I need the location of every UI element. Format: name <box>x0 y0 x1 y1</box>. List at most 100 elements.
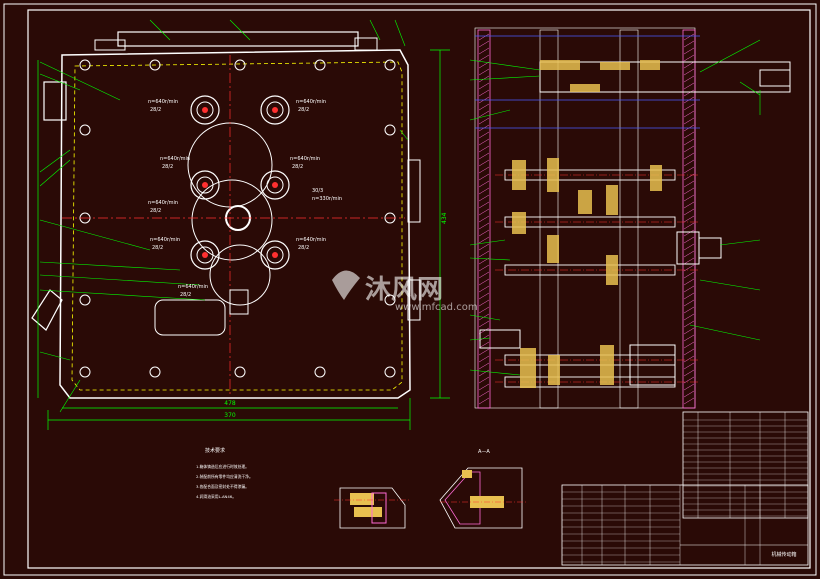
hatch-line <box>478 152 490 160</box>
hatch-line <box>683 341 695 349</box>
speed-label-5: n=640r/min <box>148 200 178 206</box>
hatch-line <box>478 390 490 398</box>
dim-bottom-text: 370 <box>224 412 236 419</box>
hatch-line <box>478 40 490 48</box>
hatch-line <box>683 47 695 55</box>
hatch-line <box>683 131 695 139</box>
hatch-line <box>478 138 490 146</box>
leader-line <box>39 351 71 361</box>
hatch-line <box>478 47 490 55</box>
gear-section <box>548 355 560 385</box>
housing-inner-hidden <box>71 61 403 391</box>
leader-line <box>39 61 121 101</box>
hatch-line <box>683 138 695 146</box>
leader-line <box>719 239 761 246</box>
bolt-hole <box>234 366 246 378</box>
hatch-line <box>478 180 490 188</box>
speed-label-8: n=640r/min <box>178 284 208 290</box>
gear-section <box>606 185 618 215</box>
hatch-line <box>683 117 695 125</box>
hatch-line <box>478 243 490 251</box>
hatch-line <box>683 103 695 111</box>
shaft-center-dot <box>272 252 278 258</box>
housing-outline <box>59 49 411 399</box>
hatch-line <box>683 166 695 174</box>
hatch-line <box>683 264 695 272</box>
watermark-brand: 沐风网 <box>365 275 443 305</box>
speed-label-3b: 28/2 <box>162 164 173 170</box>
bolt-hole <box>314 366 326 378</box>
hatch-line <box>478 229 490 237</box>
top-shaft-end <box>759 69 791 87</box>
hatch-line <box>478 299 490 307</box>
gear-section <box>600 345 614 385</box>
hatch-line <box>683 215 695 223</box>
title-block <box>561 484 809 566</box>
speed-label-6: n=640r/min <box>150 237 180 243</box>
watermark-logo-icon <box>332 270 360 300</box>
hatch-line <box>683 383 695 391</box>
section-inner-wall-1 <box>539 29 559 409</box>
bolt-hole <box>234 59 246 71</box>
hatch-line <box>478 376 490 384</box>
bolt-hole <box>384 124 396 136</box>
hatch-line <box>683 159 695 167</box>
hatch-line <box>683 68 695 76</box>
leader-line <box>39 149 71 173</box>
speed-label-1: n=640r/min <box>148 99 178 105</box>
detail-section-title: A—A <box>478 449 490 455</box>
detail-1-hatch <box>371 492 387 524</box>
front-view <box>31 31 421 399</box>
speed-label-2b: 28/2 <box>298 107 309 113</box>
leader-line <box>699 279 761 291</box>
title-block-name: 机械传动箱 <box>771 551 796 558</box>
hatch-line <box>683 82 695 90</box>
hatch-line <box>478 201 490 209</box>
shaft-boss-outer <box>260 170 290 200</box>
oil-spout <box>31 289 63 331</box>
shaft-boss-inner <box>196 246 214 264</box>
note-3: 3.各配合面及密封处不得渗漏。 <box>196 484 249 489</box>
bolt-hole <box>79 124 91 136</box>
hatch-line <box>683 313 695 321</box>
speed-label-1b: 28/2 <box>150 107 161 113</box>
detail-2 <box>439 467 528 529</box>
bolt-hole <box>79 59 91 71</box>
front-dimensions <box>37 49 450 430</box>
bolt-hole-group <box>79 59 396 378</box>
gear-pitch-circle-3 <box>209 244 271 306</box>
lower-plug <box>229 289 249 315</box>
note-4: 4.润滑油采用L-AN46。 <box>196 494 236 499</box>
hatch-line <box>478 110 490 118</box>
leader-line <box>469 314 501 321</box>
shaft-boss-inner <box>196 176 214 194</box>
bottom-stub <box>479 329 521 349</box>
shaft-boss-outer <box>260 95 290 125</box>
hatch-line <box>683 40 695 48</box>
hatch-line <box>478 362 490 370</box>
right-flange-stub <box>698 237 722 259</box>
leader-line <box>469 337 491 341</box>
hatch-line <box>478 397 490 405</box>
hatch-line <box>478 208 490 216</box>
hatch-line <box>683 320 695 328</box>
bolt-hole <box>384 294 396 306</box>
hatch-line <box>478 61 490 69</box>
shaft-boss-outer <box>190 240 220 270</box>
hatch-line <box>683 61 695 69</box>
watermark-url: www.mfcad.com <box>395 302 478 313</box>
hatch-line <box>478 271 490 279</box>
sheet-outer-border <box>3 3 817 576</box>
hatch-line <box>478 327 490 335</box>
leader-line <box>39 289 206 301</box>
dim-bottom2-text: 478 <box>224 400 236 407</box>
parts-list <box>682 411 809 519</box>
speed-label-4b: 28/2 <box>292 164 303 170</box>
hatch-line <box>478 383 490 391</box>
detail-1-outline <box>339 487 406 529</box>
hatch-line <box>478 103 490 111</box>
hatch-line <box>683 285 695 293</box>
gear-section <box>650 165 662 191</box>
top-gear-section <box>570 84 600 92</box>
